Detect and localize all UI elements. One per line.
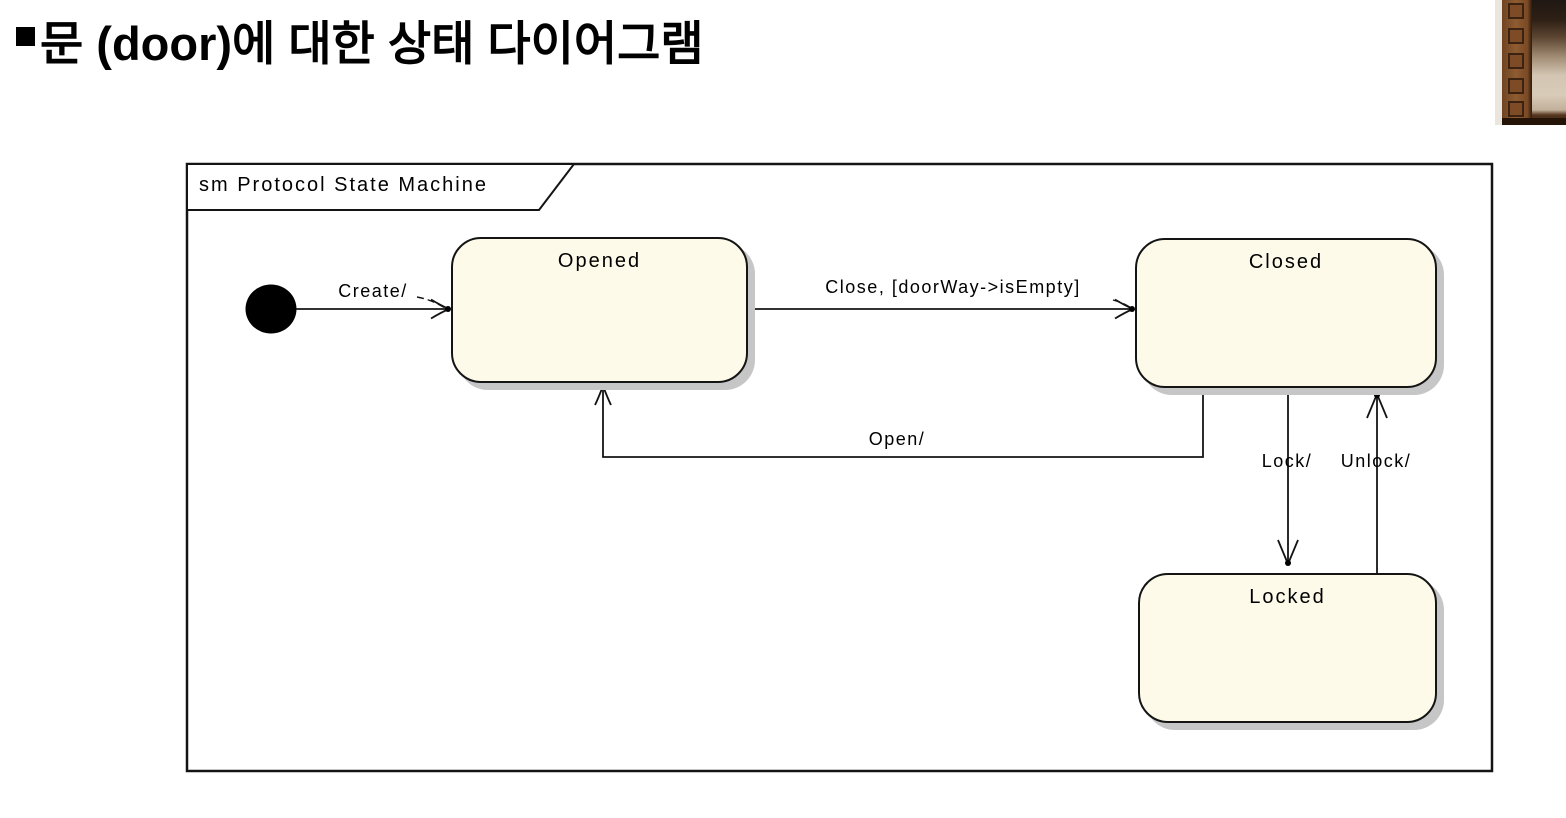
door-panel-icon (1508, 28, 1524, 44)
frame-title-tab (186, 163, 577, 211)
slide-title: 문 (door)에 대한 상태 다이어그램 (40, 17, 704, 70)
door-panel-icon (1508, 78, 1524, 94)
state-opened: Opened (451, 237, 748, 383)
arrow-tip-dot (1285, 560, 1291, 566)
arrow-tip-dot (1129, 306, 1135, 312)
door-photo-sill (1502, 118, 1566, 125)
arrow-tip-dot (445, 306, 451, 312)
arrow-tip-dot (1374, 392, 1380, 398)
transition-label-close: Close, [doorWay->isEmpty] (825, 277, 1081, 297)
state-label: Closed (1248, 251, 1324, 273)
state-closed: Closed (1135, 238, 1437, 388)
state-label: Locked (1249, 586, 1326, 608)
transition-label-unlock: Unlock/ (1340, 451, 1412, 471)
transition-unlock (1366, 392, 1388, 573)
initial-state-node (245, 284, 297, 334)
transition-label-lock: Lock/ (1261, 451, 1313, 471)
door-photo-wood-stile (1502, 0, 1532, 125)
bullet-square-icon (16, 27, 35, 46)
state-locked: Locked (1138, 573, 1437, 723)
door-photo-jamb (1495, 0, 1502, 125)
transition-label-open: Open/ (868, 429, 926, 449)
transition-close (750, 298, 1135, 320)
state-label: Opened (557, 250, 642, 272)
door-panel-icon (1508, 101, 1524, 117)
transition-lock (1277, 389, 1299, 566)
door-panel-icon (1508, 3, 1524, 19)
frame-border (185, 162, 1494, 773)
frame-title: sm Protocol State Machine (199, 174, 488, 196)
transition-open (594, 384, 1204, 458)
door-photo (1495, 0, 1566, 125)
transition-label-create: Create/ (338, 281, 408, 301)
transition-create (296, 296, 451, 320)
door-panel-icon (1508, 53, 1524, 69)
arrow-tip-dot (600, 384, 606, 390)
